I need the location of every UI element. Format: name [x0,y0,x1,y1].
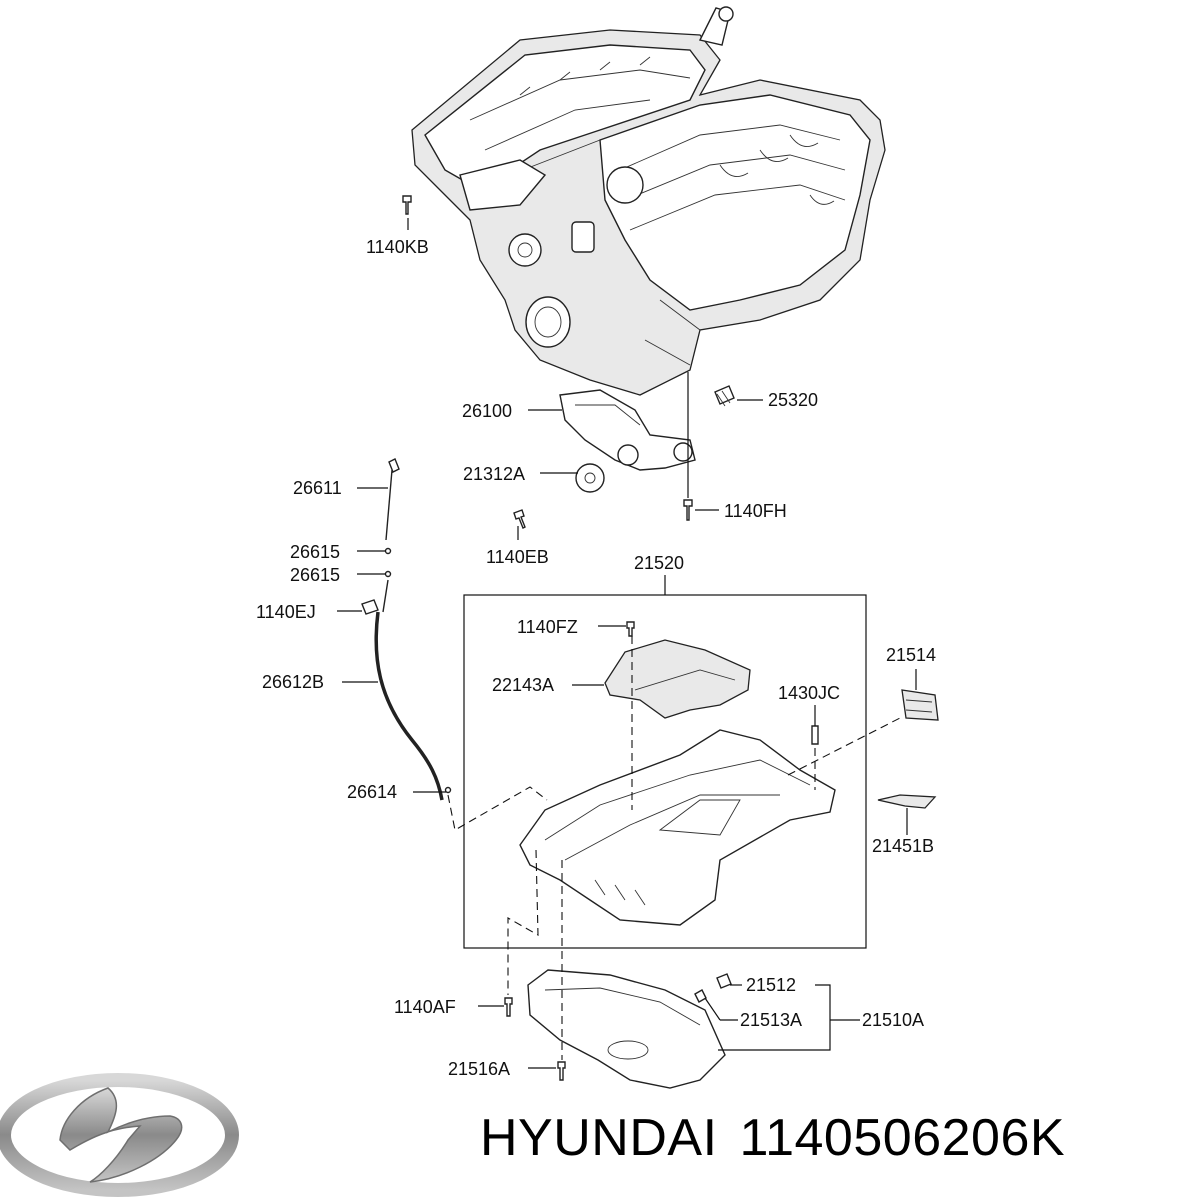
label-26615-lower: 26615 [290,565,340,585]
label-21451B: 21451B [872,836,934,856]
bracket-21514-illustration [901,689,939,721]
label-21516A: 21516A [448,1059,510,1079]
label-1430JC: 1430JC [778,683,840,703]
label-21312A: 21312A [463,464,525,484]
part-labels: 1140KB 25320 26100 21312A 1140FH 1140EB … [256,237,936,1079]
label-1140AF: 1140AF [394,997,456,1017]
label-1140EJ: 1140EJ [256,602,316,622]
oil-pump-illustration [559,385,735,493]
shield-21451B-illustration [877,794,937,809]
brand-name: HYUNDAI [480,1109,718,1167]
baffle-plate-illustration [604,639,751,719]
label-22143A: 22143A [492,675,554,695]
label-21512: 21512 [746,975,796,995]
label-26611: 26611 [293,478,342,498]
dipstick-tube-illustration [361,458,452,801]
label-1140FZ: 1140FZ [517,617,578,637]
screw-icons [402,195,819,1081]
label-26100: 26100 [462,401,512,421]
label-21514: 21514 [886,645,936,665]
hyundai-logo-icon [0,1073,239,1197]
label-25320: 25320 [768,390,818,410]
label-26612B: 26612B [262,672,324,692]
upper-oil-pan-illustration [519,729,836,926]
label-21513A: 21513A [740,1010,802,1030]
label-1140EB: 1140EB [486,547,549,567]
label-21510A: 21510A [862,1010,924,1030]
label-1140FH: 1140FH [724,501,787,521]
label-1140KB: 1140KB [366,237,429,257]
label-26614: 26614 [347,782,397,802]
lower-oil-pan-illustration [527,969,732,1089]
label-21520: 21520 [634,553,684,573]
label-26615-upper: 26615 [290,542,340,562]
part-caption: HYUNDAI 1140506206K [480,1108,1087,1168]
part-number: 1140506206K [739,1109,1066,1167]
engine-block-illustration [411,6,886,396]
